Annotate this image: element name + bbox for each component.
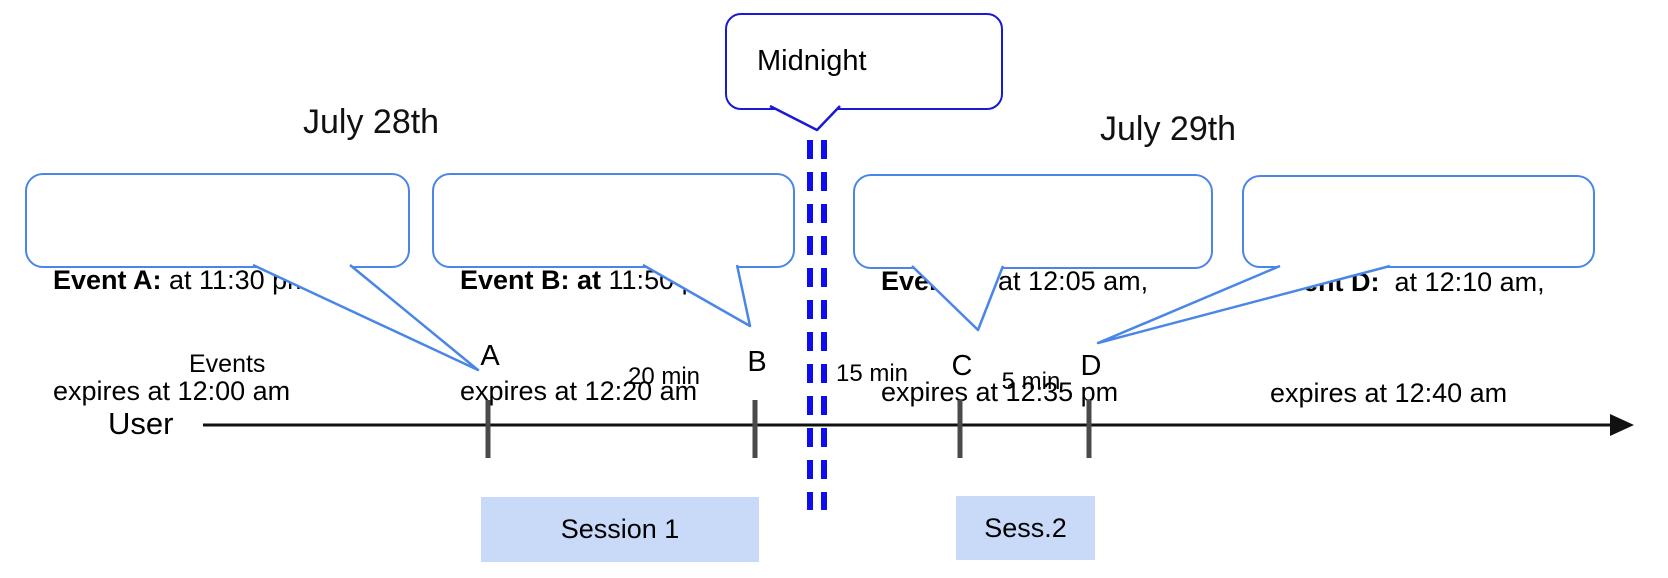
date-heading-july-28: July 28th <box>303 103 440 141</box>
event-d-line2: expires at 12:40 am <box>1270 378 1508 408</box>
tick-label-d: D <box>1080 350 1102 382</box>
session-2-box: Sess.2 <box>956 496 1095 560</box>
midnight-callout: Midnight <box>725 13 1003 110</box>
interval-20min-label: 20 min <box>627 363 701 390</box>
event-b-line2: expires at 12:20 am <box>460 376 698 406</box>
date-heading-july-29: July 29th <box>1100 110 1237 148</box>
event-d-callout: Event D: at 12:10 am, expires at 12:40 a… <box>1242 175 1595 408</box>
event-b-line1: Event B: at 11:50 pm, <box>460 265 727 295</box>
events-axis-label: Events <box>189 350 266 378</box>
timeline-arrowhead <box>1610 414 1634 436</box>
session-2-label: Sess.2 <box>984 512 1067 543</box>
event-c-callout: Event C: at 12:05 am, expires at 12:35 p… <box>853 174 1213 407</box>
interval-15min-label: 15 min <box>835 360 909 387</box>
event-b-callout: Event B: at 11:50 pm, expires at 12:20 a… <box>432 173 795 406</box>
event-c-line1: Event C: at 12:05 am, <box>881 266 1149 296</box>
event-a-line2: expires at 12:00 am <box>53 376 291 406</box>
event-d-line1: Event D: at 12:10 am, <box>1270 267 1545 297</box>
event-c-line2: expires at 12:35 pm <box>881 377 1119 407</box>
tick-label-a: A <box>480 340 500 372</box>
session-1-box: Session 1 <box>481 497 759 562</box>
midnight-label: Midnight <box>757 45 867 77</box>
tick-label-b: B <box>747 346 767 378</box>
event-a-line1: Event A: at 11:30 pm, <box>53 265 318 295</box>
tick-label-c: C <box>951 350 973 382</box>
interval-5min-label: 5 min <box>1001 368 1061 395</box>
session-1-label: Session 1 <box>560 514 680 544</box>
event-a-callout: Event A: at 11:30 pm, expires at 12:00 a… <box>25 173 410 406</box>
user-axis-label: User <box>108 406 174 441</box>
